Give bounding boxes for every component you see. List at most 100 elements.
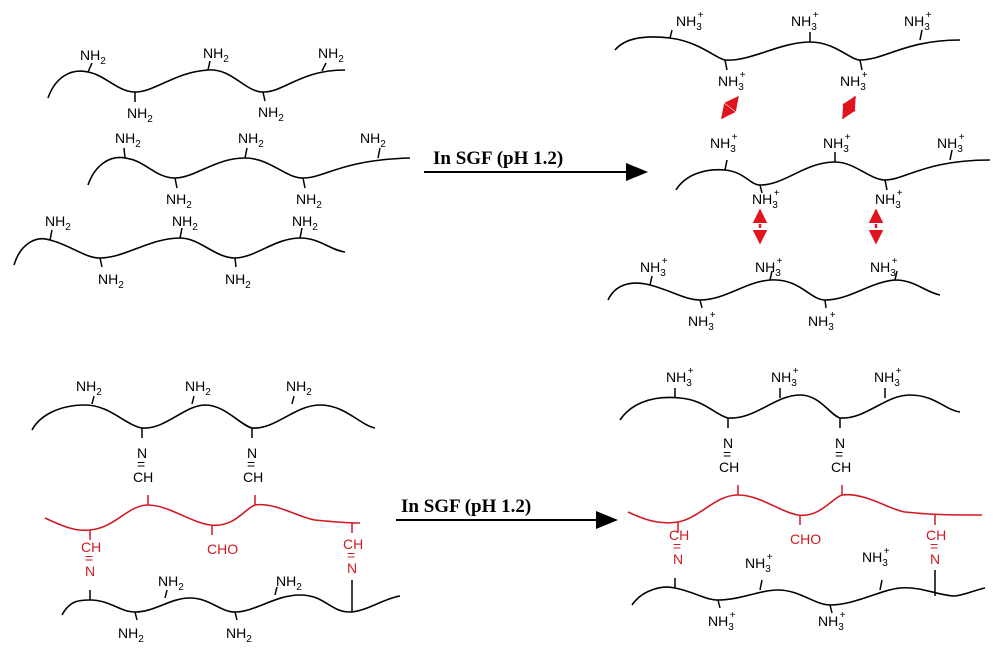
bond-line bbox=[174, 177, 178, 189]
bond-line bbox=[87, 62, 93, 73]
bond-line bbox=[884, 179, 888, 191]
ammonium-group-label: NH3+ bbox=[752, 188, 780, 211]
amine-group-label: NH2 bbox=[115, 130, 141, 150]
repulsion-arrow bbox=[841, 95, 857, 120]
bond-line bbox=[669, 29, 673, 39]
polymer-chain-1 bbox=[47, 69, 346, 99]
amine-group-label: NH2 bbox=[318, 45, 344, 65]
ammonium-group-label: NH3+ bbox=[771, 366, 799, 389]
ammonium-group-label: NH3+ bbox=[745, 552, 773, 575]
crosslinker-chain bbox=[44, 503, 361, 532]
reaction-arrow-top bbox=[424, 163, 648, 181]
ammonium-group-label: NH3+ bbox=[874, 366, 902, 389]
amine-group-label: NH2 bbox=[203, 45, 229, 65]
protonated-chain-1 bbox=[614, 36, 961, 61]
bond-line bbox=[377, 147, 381, 159]
bond-line bbox=[724, 59, 728, 71]
amine-group-label: NH2 bbox=[127, 105, 153, 125]
bond-line bbox=[274, 586, 278, 596]
imine-nitrogen-label: N bbox=[137, 445, 147, 461]
ammonium-group-label: NH3+ bbox=[808, 310, 836, 333]
ammonium-group-label: NH3+ bbox=[708, 610, 736, 633]
amine-group-label: NH2 bbox=[276, 573, 302, 593]
amine-group-label: NH2 bbox=[238, 130, 264, 150]
imine-ch-label: CH bbox=[81, 539, 101, 555]
amine-group-label: NH2 bbox=[76, 378, 102, 398]
ammonium-group-label: NH3+ bbox=[676, 10, 704, 33]
ammonium-group-label: NH3+ bbox=[640, 256, 668, 279]
imine-ch-label: CH bbox=[669, 527, 689, 543]
ammonium-group-label: NH3+ bbox=[688, 310, 716, 333]
bond-line bbox=[262, 91, 266, 102]
polymer-chain-3 bbox=[13, 237, 346, 266]
bond-line bbox=[134, 611, 138, 621]
ammonium-group-label: NH3+ bbox=[755, 256, 783, 279]
bond-line bbox=[649, 275, 653, 286]
imine-ch-label: CH bbox=[133, 469, 153, 485]
ammonium-group-label: NH3+ bbox=[818, 610, 846, 633]
bond-line bbox=[244, 147, 248, 159]
amine-group-label: NH2 bbox=[45, 213, 71, 233]
amine-group-label: NH2 bbox=[286, 378, 312, 398]
bond-line bbox=[717, 599, 721, 609]
ammonium-group-label: NH3+ bbox=[823, 132, 851, 155]
imine-ch-label: CH bbox=[831, 459, 851, 475]
bond-line bbox=[879, 579, 883, 591]
bond-line bbox=[919, 29, 923, 41]
double-bond-label: = bbox=[723, 446, 731, 462]
crosslinker-chain bbox=[627, 493, 983, 524]
imine-nitrogen-label: N bbox=[247, 445, 257, 461]
bond-line bbox=[191, 395, 195, 405]
imine-nitrogen-label: N bbox=[673, 551, 683, 567]
imine-nitrogen-label: N bbox=[347, 560, 357, 576]
imine-nitrogen-label: N bbox=[723, 435, 733, 451]
ammonium-group-label: NH3+ bbox=[870, 256, 898, 279]
ammonium-group-label: NH3+ bbox=[840, 70, 868, 93]
repulsion-arrow bbox=[721, 95, 739, 120]
bond-line bbox=[234, 611, 238, 621]
double-bond-label: = bbox=[137, 456, 145, 472]
double-bond-label: = bbox=[673, 538, 681, 554]
bond-line bbox=[234, 257, 237, 268]
amine-group-label: NH2 bbox=[360, 130, 386, 150]
amine-group-label: NH2 bbox=[80, 47, 106, 67]
polymer-chain-5 bbox=[61, 594, 401, 616]
bond-line bbox=[769, 270, 773, 281]
ammonium-group-label: NH3+ bbox=[791, 10, 819, 33]
bond-line bbox=[207, 60, 211, 71]
bond-line bbox=[824, 299, 827, 309]
amine-group-label: NH2 bbox=[258, 104, 284, 124]
aldehyde-group-label: CHO bbox=[790, 531, 821, 547]
double-bond-label: = bbox=[835, 446, 843, 462]
molecular-scene: NH2NH2NH2NH2NH2NH2NH2NH2NH2NH2NH2NH2NH2N… bbox=[13, 10, 991, 645]
reaction-arrow-bottom bbox=[396, 511, 618, 529]
bond-line bbox=[302, 177, 306, 189]
bond-line bbox=[299, 227, 303, 239]
amine-group-label: NH2 bbox=[166, 191, 192, 211]
bond-line bbox=[894, 270, 898, 281]
amine-group-label: NH2 bbox=[158, 573, 184, 593]
double-bond-label: = bbox=[930, 538, 938, 554]
amine-group-label: NH2 bbox=[185, 378, 211, 398]
bond-line bbox=[291, 395, 295, 405]
amine-group-label: NH2 bbox=[296, 191, 322, 211]
ammonium-group-label: NH3+ bbox=[666, 366, 694, 389]
ammonium-group-label: NH3+ bbox=[904, 10, 932, 33]
polymer-chain-4 bbox=[31, 404, 376, 431]
imine-ch-label: CH bbox=[926, 527, 946, 543]
bond-line bbox=[179, 227, 183, 239]
ammonium-group-label: NH3+ bbox=[937, 132, 965, 155]
arrow-label-bottom: In SGF (pH 1.2) bbox=[401, 496, 531, 517]
bond-line bbox=[829, 604, 833, 614]
ammonium-group-label: NH3+ bbox=[710, 132, 738, 155]
amine-group-label: NH2 bbox=[226, 625, 252, 645]
arrow-label-top: In SGF (pH 1.2) bbox=[433, 148, 563, 169]
bond-line bbox=[91, 395, 95, 405]
ammonium-group-label: NH3+ bbox=[862, 546, 890, 569]
imine-ch-label: CH bbox=[243, 469, 263, 485]
double-bond-label: = bbox=[347, 547, 355, 563]
bond-line bbox=[724, 159, 728, 171]
bond-line bbox=[99, 257, 103, 268]
amine-group-label: NH2 bbox=[225, 271, 251, 291]
